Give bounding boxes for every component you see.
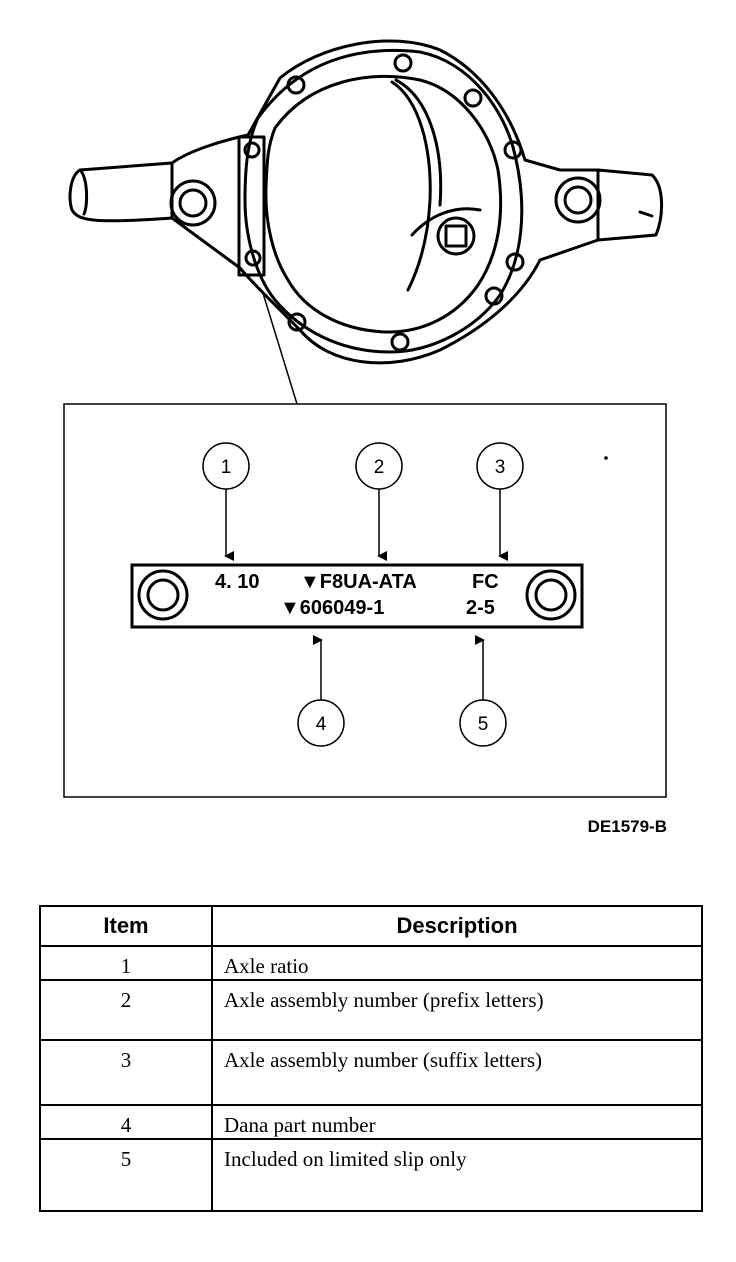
figure-code: DE1579-B [588,817,667,836]
svg-text:2: 2 [374,457,385,478]
tag-limited-slip-code: 2-5 [466,597,495,619]
tag-axle-ratio: 4. 10 [215,571,259,593]
table-row: 1 Axle ratio [39,945,703,981]
tag-part-number: ▼606049-1 [280,597,384,619]
scan-speck [604,456,608,460]
row-item: 3 [39,1039,213,1106]
table-row: 2 Axle assembly number (prefix letters) [39,979,703,1041]
callout-2: 2 [355,442,403,561]
id-tag-plate: 4. 10 ▼F8UA-ATA FC ▼606049-1 2-5 [130,563,584,629]
table-row: 4 Dana part number [39,1104,703,1140]
svg-text:5: 5 [478,714,489,735]
callout-4: 4 [297,635,345,747]
legend-header-row: Item Description [39,905,703,947]
legend-table: Item Description 1 Axle ratio 2 Axle ass… [39,905,703,1212]
axle-housing-drawing [68,39,664,365]
table-row: 3 Axle assembly number (suffix letters) [39,1039,703,1106]
callout-5: 5 [459,635,507,747]
row-description: Axle assembly number (prefix letters) [211,979,703,1041]
svg-text:4: 4 [316,714,327,735]
row-description: Axle assembly number (suffix letters) [211,1039,703,1106]
row-item: 1 [39,945,213,981]
row-item: 4 [39,1104,213,1140]
header-description: Description [211,905,703,947]
header-item: Item [39,905,213,947]
row-description: Axle ratio [211,945,703,981]
callout-3: 3 [476,442,524,561]
detail-leader-line [261,289,298,405]
row-description: Included on limited slip only [211,1138,703,1212]
table-row: 5 Included on limited slip only [39,1138,703,1212]
svg-text:3: 3 [495,457,506,478]
svg-text:1: 1 [221,457,232,478]
row-description: Dana part number [211,1104,703,1140]
row-item: 2 [39,979,213,1041]
callout-1: 1 [202,442,250,561]
tag-suffix-letters: FC [472,571,499,593]
tag-prefix-number: ▼F8UA-ATA [300,571,417,593]
axle-tag-illustration: 4. 10 ▼F8UA-ATA FC ▼606049-1 2-5 1 2 3 4… [63,39,667,836]
row-item: 5 [39,1138,213,1212]
